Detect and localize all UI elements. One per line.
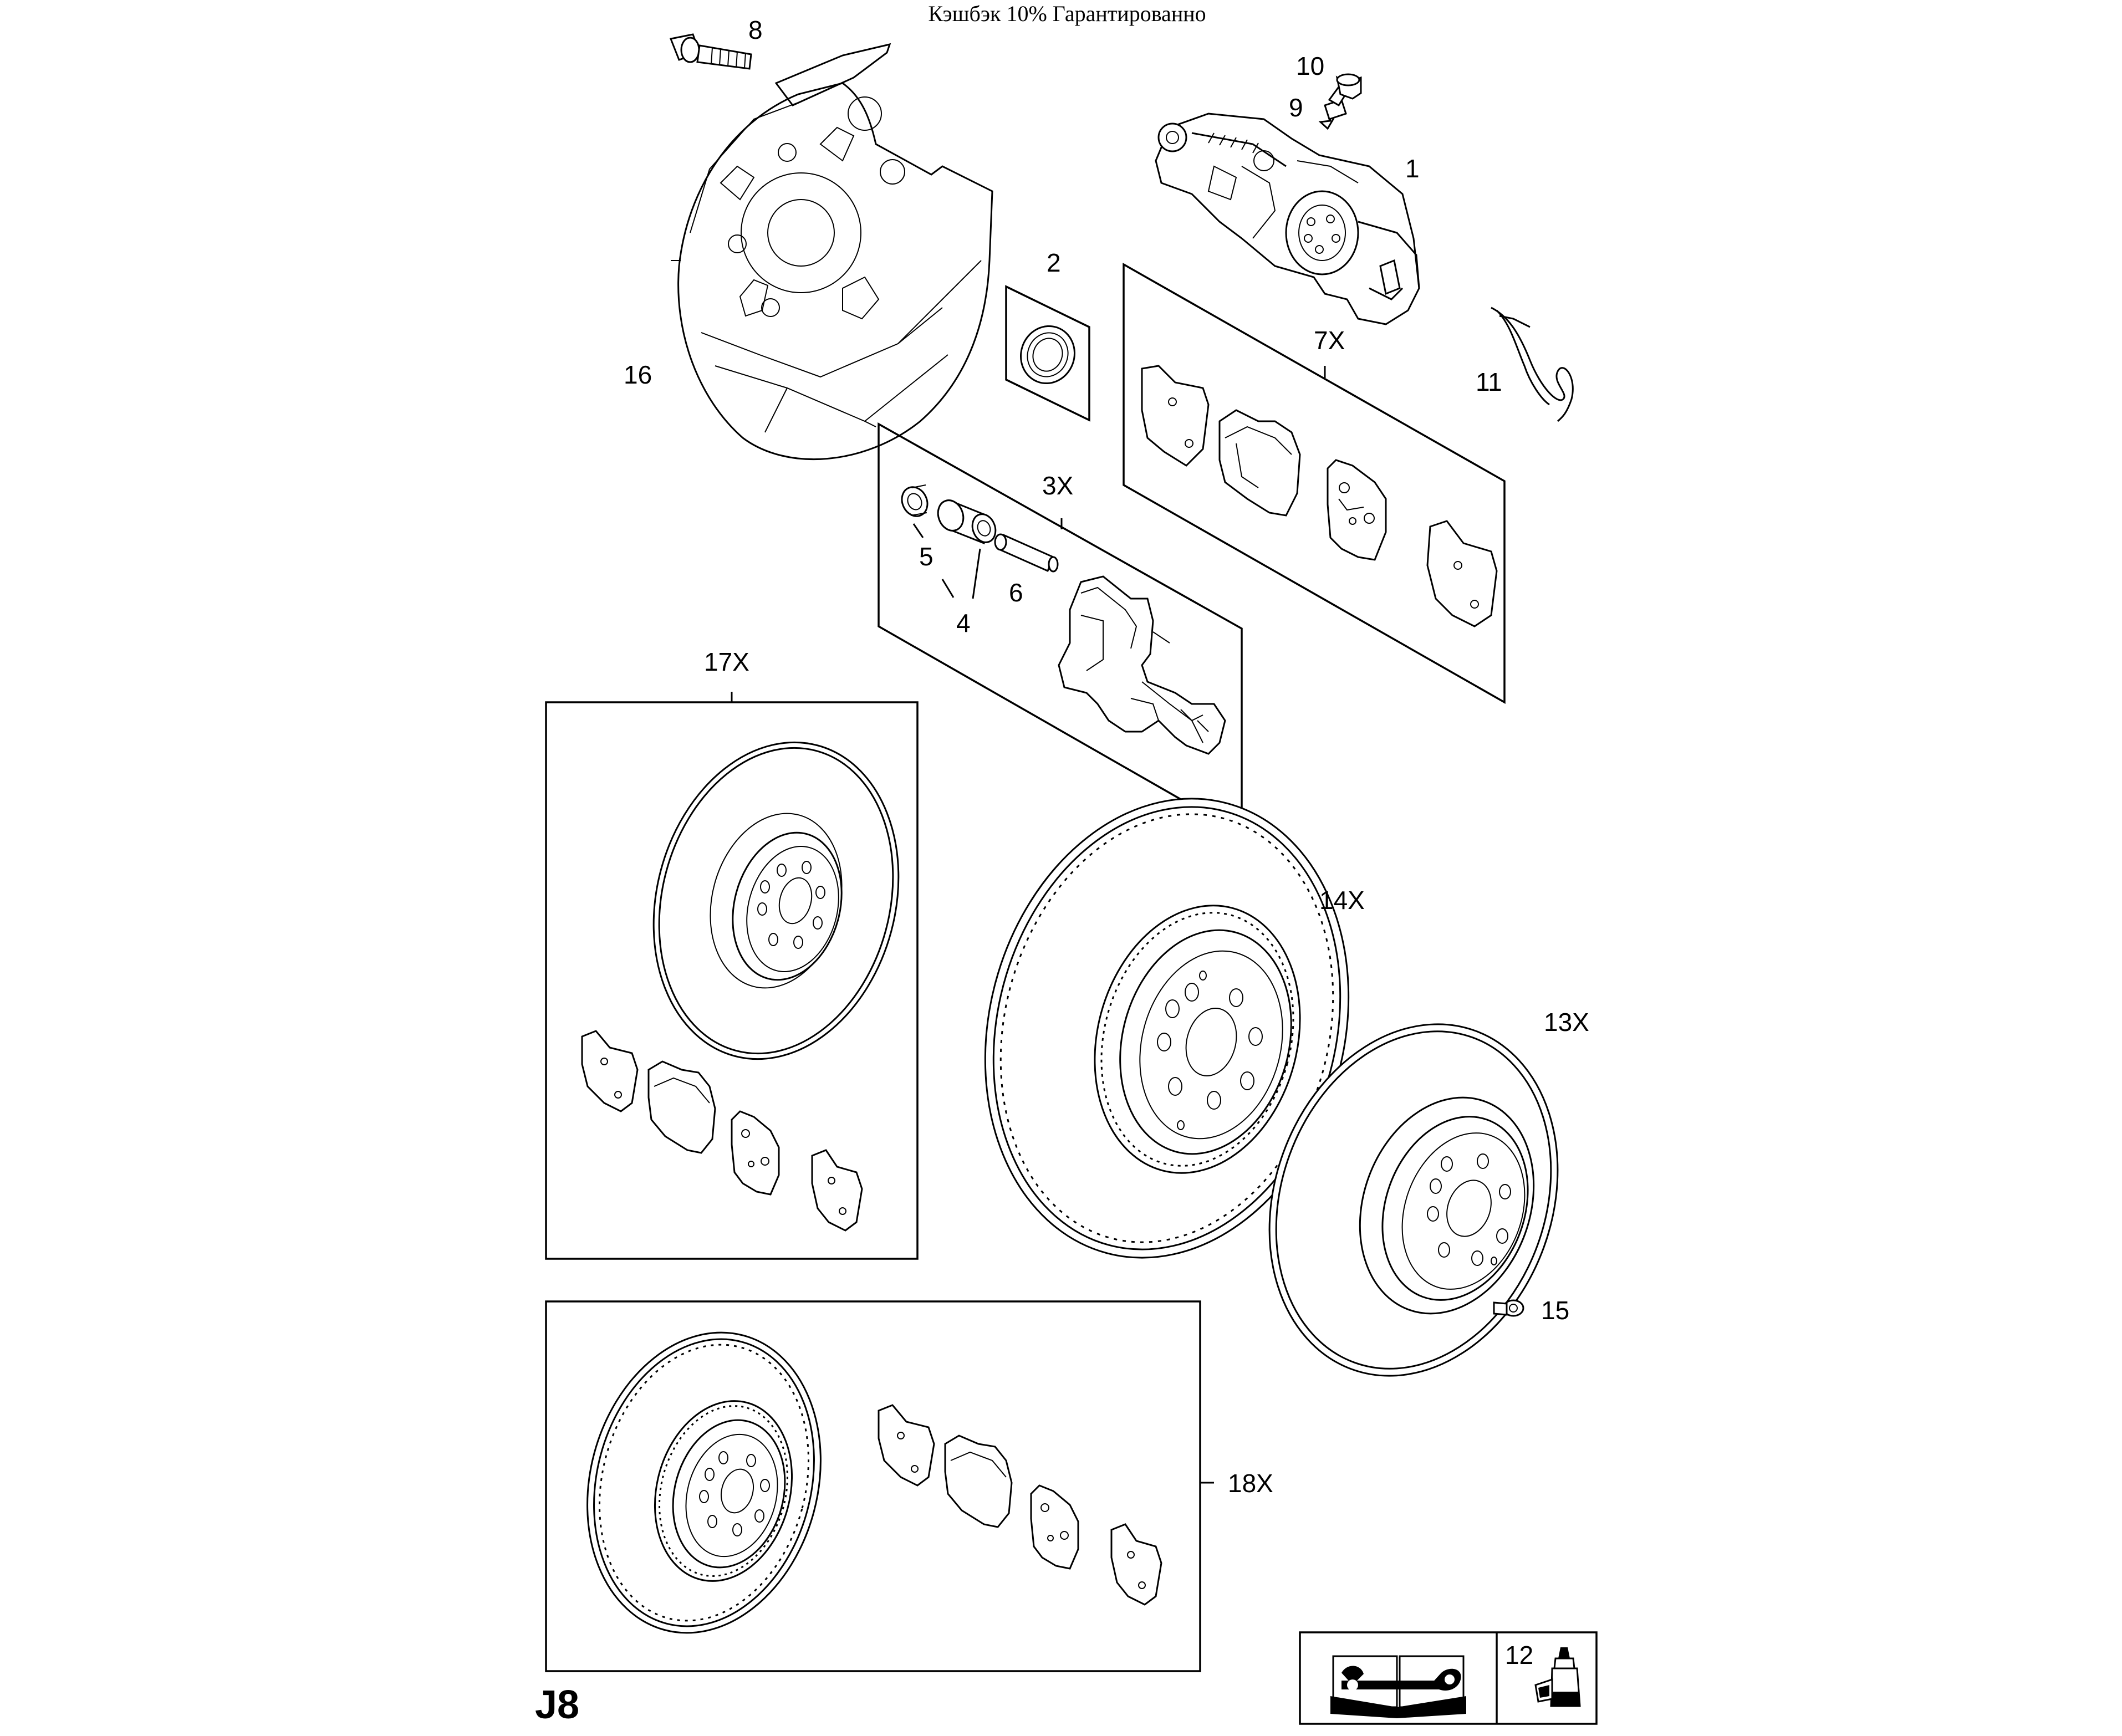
- part-15-retaining-screw: [1493, 1299, 1524, 1317]
- callout-5: 5: [919, 542, 934, 571]
- callout-13x: 13X: [1544, 1008, 1589, 1037]
- part-2-seal: [1005, 285, 1090, 422]
- group-18x-disc-and-pads: [545, 1300, 1214, 1672]
- callout-4: 4: [956, 609, 971, 637]
- group-7x-brake-pads: [1123, 262, 1506, 704]
- service-manual-wrench-icon: [1330, 1655, 1466, 1718]
- callout-10: 10: [1296, 52, 1324, 80]
- part-8-bolt: [669, 33, 752, 70]
- callout-9: 9: [1289, 93, 1303, 122]
- part-16-dust-shield: [671, 43, 993, 460]
- callout-1: 1: [1405, 154, 1420, 183]
- callout-17x: 17X: [704, 647, 749, 676]
- part-1-caliper: [1155, 113, 1420, 325]
- page-reference: J8: [535, 1683, 579, 1727]
- sealant-tube-icon: [1534, 1647, 1581, 1707]
- part-11-clip-spring: [1491, 307, 1574, 422]
- part-10-dust-cap: [1335, 73, 1362, 100]
- callout-6: 6: [1009, 578, 1023, 607]
- callout-11: 11: [1476, 367, 1502, 396]
- callout-2: 2: [1047, 248, 1061, 277]
- callout-14x: 14X: [1319, 886, 1365, 915]
- callout-labels: 8 10 9 1 2 16 7X 11 3X 5 6 4 17X 14X 13X…: [624, 16, 1589, 1498]
- callout-15: 15: [1541, 1296, 1569, 1325]
- callout-18x: 18X: [1228, 1469, 1273, 1498]
- callout-3x: 3X: [1042, 471, 1073, 500]
- part-14x-vented-disc: [984, 798, 1350, 1259]
- legend-box: 12: [1299, 1631, 1598, 1725]
- callout-16: 16: [624, 360, 652, 389]
- group-17x-disc-and-pads: [545, 692, 919, 1260]
- callout-7x: 7X: [1314, 326, 1345, 355]
- callout-8: 8: [748, 16, 763, 44]
- header-banner: Кэшбэк 10% Гарантированно: [928, 1, 1206, 26]
- part-13x-solid-disc: [1268, 1023, 1559, 1377]
- legend-item-number: 12: [1505, 1641, 1533, 1669]
